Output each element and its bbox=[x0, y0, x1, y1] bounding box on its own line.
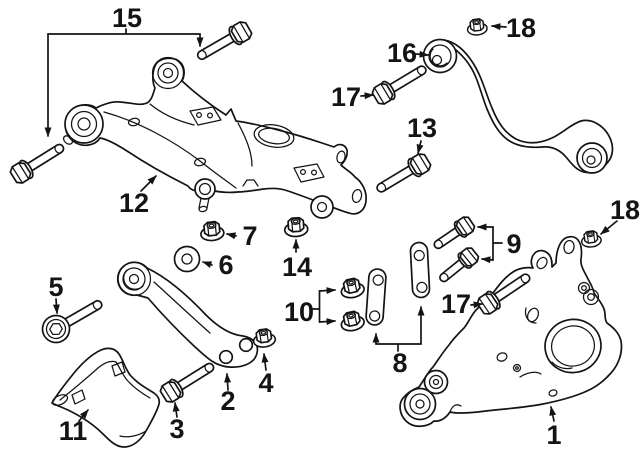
callout-14[interactable]: 14 bbox=[282, 252, 312, 282]
link-plate-8a bbox=[365, 268, 387, 326]
flange-nut-14 bbox=[283, 216, 310, 239]
flange-nut-10b bbox=[338, 308, 367, 334]
callout-7[interactable]: 7 bbox=[242, 221, 257, 251]
knuckle-bushing bbox=[423, 369, 449, 395]
callout-8[interactable]: 8 bbox=[392, 348, 407, 378]
flange-nut-10a bbox=[338, 275, 367, 301]
toe-link-arm-2 bbox=[116, 261, 259, 368]
flange-nut-18-upper bbox=[465, 17, 489, 37]
callout-9[interactable]: 9 bbox=[506, 229, 521, 259]
callout-17-upper[interactable]: 17 bbox=[331, 82, 361, 112]
knuckle-bushing bbox=[403, 387, 437, 421]
callout-16[interactable]: 16 bbox=[387, 38, 417, 68]
gusset-plate bbox=[189, 106, 222, 126]
callout-18-upper[interactable]: 18 bbox=[506, 13, 536, 43]
gusset-plate bbox=[293, 163, 325, 183]
callout-11[interactable]: 11 bbox=[59, 416, 88, 446]
lower-bushing-stud bbox=[194, 178, 216, 200]
flange-nut-18-right bbox=[579, 229, 603, 249]
upper-camber-arm-16 bbox=[422, 38, 614, 174]
callout-12[interactable]: 12 bbox=[119, 188, 149, 218]
callout-labels: 15 12 7 6 14 5 10 8 13 16 18 17 9 18 17 … bbox=[48, 3, 640, 450]
callout-15[interactable]: 15 bbox=[112, 3, 142, 33]
callout-1[interactable]: 1 bbox=[546, 420, 561, 450]
callout-2[interactable]: 2 bbox=[220, 386, 235, 416]
callout-leaders bbox=[44, 23, 618, 422]
upper-bushing-eye bbox=[151, 56, 185, 90]
rear-knuckle-1 bbox=[399, 235, 623, 428]
callout-18-right[interactable]: 18 bbox=[610, 195, 640, 225]
arm-end-eye bbox=[576, 142, 608, 174]
bolt-13 bbox=[371, 150, 434, 200]
rear-bushing bbox=[310, 195, 334, 219]
subframe-lower-arm-12 bbox=[62, 56, 367, 219]
bolt-3 bbox=[157, 356, 220, 406]
hub-bore bbox=[544, 318, 602, 374]
flange-nut-7 bbox=[198, 219, 226, 243]
callout-3[interactable]: 3 bbox=[169, 414, 184, 444]
bolt-15-rear bbox=[192, 18, 255, 67]
bolt-9b bbox=[434, 244, 482, 288]
callout-5[interactable]: 5 bbox=[48, 272, 63, 302]
callout-6[interactable]: 6 bbox=[218, 250, 233, 280]
callout-4[interactable]: 4 bbox=[258, 368, 273, 398]
toe-arm-bushing bbox=[116, 261, 152, 297]
link-plate-8b bbox=[409, 241, 431, 299]
washer-6 bbox=[173, 245, 201, 273]
front-bushing bbox=[64, 104, 104, 144]
bolt-15-front bbox=[7, 137, 70, 187]
callout-10[interactable]: 10 bbox=[284, 297, 314, 327]
callout-17-lower[interactable]: 17 bbox=[441, 289, 471, 319]
flange-nut-4 bbox=[251, 327, 278, 350]
spring-seat-hole bbox=[253, 124, 295, 148]
callout-13[interactable]: 13 bbox=[407, 113, 437, 143]
heat-shield-11 bbox=[51, 347, 161, 448]
